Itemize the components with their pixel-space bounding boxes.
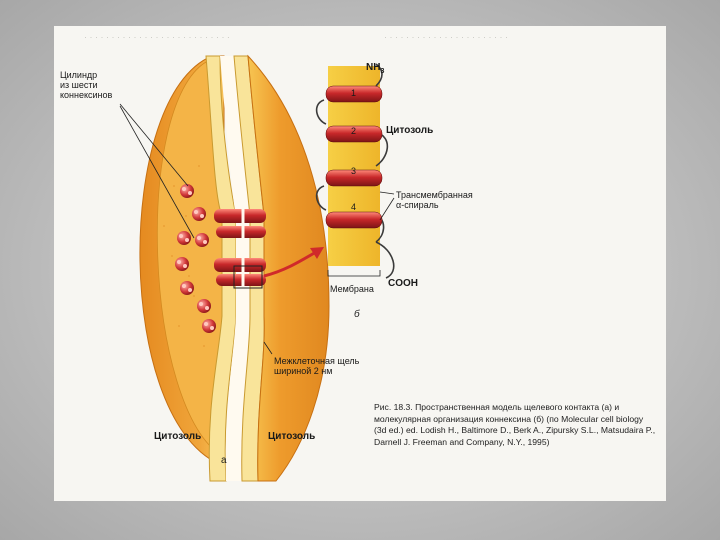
label-nh3: NH3 (366, 53, 384, 77)
label-cylinder: Цилиндр из шести коннексинов (60, 70, 112, 100)
label-helix-4: 4 (351, 202, 356, 212)
label-transmembrane-helix: Трансмембранная α-спираль (396, 190, 473, 210)
label-gap-width: Межклеточная щель шириной 2 нм (274, 356, 359, 376)
label-membrane: Мембрана (330, 284, 374, 294)
label-panel-a: а (221, 456, 227, 466)
label-helix-2: 2 (351, 126, 356, 136)
label-cytosol-left: Цитозоль (154, 432, 201, 442)
label-helix-1: 1 (351, 88, 356, 98)
label-nh3-sub: 3 (380, 68, 384, 75)
figure-caption: Рис. 18.3. Пространственная модель щелев… (374, 402, 656, 448)
textbook-page: · · · · · · · · · · · · · · · · · · · · … (54, 26, 666, 501)
label-panel-b: б (354, 310, 360, 320)
label-nh3-text: NH (366, 62, 380, 73)
label-cytosol-b: Цитозоль (386, 126, 433, 136)
label-cooh: COOH (388, 279, 418, 289)
label-cytosol-right: Цитозоль (268, 432, 315, 442)
label-helix-3: 3 (351, 166, 356, 176)
